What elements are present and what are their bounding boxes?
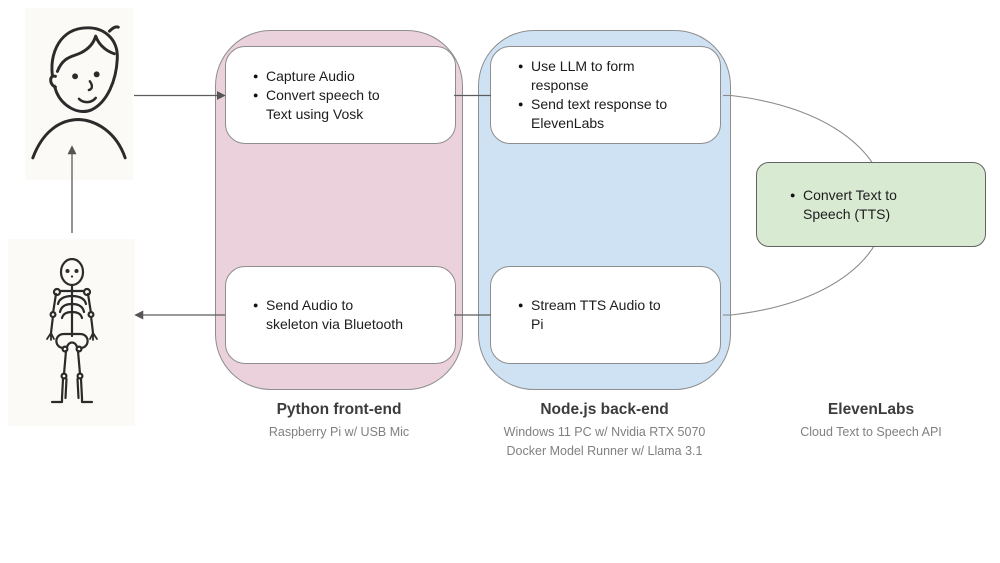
bullet-dot: ● — [518, 300, 524, 310]
elevenlabs-tts-box: ● Convert Text to Speech (TTS) — [756, 162, 986, 247]
person-image — [25, 8, 133, 180]
skeleton-image — [8, 239, 135, 426]
bullet-dot: ● — [253, 70, 259, 81]
bullet-item: ● Send Audio to skeleton via Bluetooth — [253, 296, 455, 334]
column-subtitle: Docker Model Runner w/ Llama 3.1 — [506, 444, 703, 458]
bullet-dot: ● — [518, 61, 524, 71]
bullet-dot: ● — [253, 89, 259, 100]
column-subtitle: Windows 11 PC w/ Nvidia RTX 5070 — [503, 425, 706, 439]
nodejs-backend-container: ● Use LLM to form response ● Send text r… — [478, 30, 731, 390]
bullet-text: Convert Text to Speech (TTS) — [803, 186, 897, 222]
bullet-item: ● Stream TTS Audio to Pi — [518, 296, 720, 334]
frontend-send-audio-box: ● Send Audio to skeleton via Bluetooth — [225, 266, 456, 364]
bullet-text: Use LLM to form response — [531, 58, 635, 93]
bullet-text: Send text response to ElevenLabs — [531, 96, 668, 131]
bullet-text: Send Audio to skeleton via Bluetooth — [266, 297, 403, 332]
python-frontend-label: Python front-end Raspberry Pi w/ USB Mic — [215, 400, 463, 442]
nodejs-backend-label: Node.js back-end Windows 11 PC w/ Nvidia… — [478, 400, 731, 461]
bullet-text: Capture Audio — [266, 67, 355, 84]
column-title: Node.js back-end — [540, 401, 669, 418]
bullet-dot: ● — [518, 99, 524, 109]
backend-llm-box: ● Use LLM to form response ● Send text r… — [490, 46, 721, 144]
skeleton-icon — [45, 257, 98, 403]
person-icon — [31, 25, 127, 160]
bullet-item: ● Capture Audio — [253, 67, 455, 86]
bullet-dot: ● — [790, 189, 796, 200]
column-subtitle: Cloud Text to Speech API — [800, 425, 942, 439]
bullet-item: ● Convert speech to Text using Vosk — [253, 86, 455, 124]
frontend-capture-box: ● Capture Audio ● Convert speech to Text… — [225, 46, 456, 144]
bullet-text: Stream TTS Audio to Pi — [531, 297, 661, 332]
bullet-item: ● Use LLM to form response — [518, 57, 720, 95]
elevenlabs-label: ElevenLabs Cloud Text to Speech API — [756, 400, 986, 442]
bullet-dot: ● — [253, 300, 259, 310]
column-title: Python front-end — [276, 401, 402, 418]
column-title: ElevenLabs — [827, 401, 915, 418]
column-subtitle: Raspberry Pi w/ USB Mic — [268, 425, 410, 439]
python-frontend-container: ● Capture Audio ● Convert speech to Text… — [215, 30, 463, 390]
bullet-item: ● Convert Text to Speech (TTS) — [790, 186, 985, 224]
backend-stream-box: ● Stream TTS Audio to Pi — [490, 266, 721, 364]
bullet-text: Convert speech to Text using Vosk — [266, 86, 380, 122]
bullet-item: ● Send text response to ElevenLabs — [518, 95, 720, 133]
